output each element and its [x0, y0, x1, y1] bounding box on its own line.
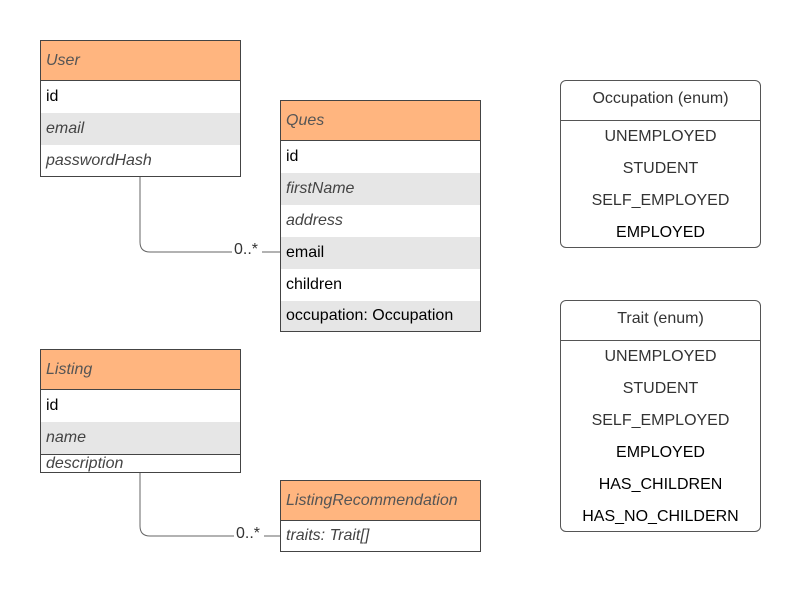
enum-value: STUDENT	[622, 380, 699, 397]
entity-field: email	[281, 237, 480, 269]
entity-field: passwordHash	[46, 151, 152, 169]
enum-trait[interactable]: Trait (enum) UNEMPLOYED STUDENT SELF_EMP…	[560, 300, 761, 532]
entity-field: firstName	[281, 173, 480, 205]
entity-field: id	[286, 148, 299, 165]
entity-field: address	[286, 212, 343, 229]
entity-title: ListingRecommendation	[281, 481, 480, 521]
enum-value: SELF_EMPLOYED	[591, 192, 730, 209]
entity-field: description	[41, 454, 240, 472]
entity-listing[interactable]: Listing id name description	[40, 349, 241, 473]
enum-value: EMPLOYED	[616, 224, 705, 241]
enum-value: UNEMPLOYED	[604, 128, 717, 145]
listing-recommendation-multiplicity: 0..*	[236, 525, 261, 542]
user-ques-connector	[139, 177, 232, 253]
entity-field: traits: Trait[]	[286, 527, 370, 544]
enum-value: HAS_NO_CHILDERN	[582, 508, 739, 525]
enum-value: SELF_EMPLOYED	[591, 412, 730, 429]
enum-value: EMPLOYED	[616, 444, 705, 461]
entity-field: children	[286, 276, 343, 293]
entity-field: occupation: Occupation	[281, 301, 480, 331]
entity-title: Listing	[41, 350, 240, 390]
entity-listing-recommendation[interactable]: ListingRecommendation traits: Trait[]	[280, 480, 481, 552]
enum-occupation[interactable]: Occupation (enum) UNEMPLOYED STUDENT SEL…	[560, 80, 761, 248]
enum-title: Occupation (enum)	[561, 81, 760, 121]
enum-title: Trait (enum)	[561, 301, 760, 341]
entity-title: Ques	[281, 101, 480, 141]
entity-field: id	[46, 397, 59, 414]
entity-user[interactable]: User id email passwordHash	[40, 40, 241, 177]
enum-value: STUDENT	[622, 160, 699, 177]
entity-title: User	[41, 41, 240, 81]
enum-value: UNEMPLOYED	[604, 348, 717, 365]
entity-field: id	[46, 88, 59, 105]
entity-field: email	[41, 113, 240, 145]
entity-field: name	[41, 422, 240, 454]
listing-recommendation-connector	[139, 473, 234, 537]
enum-value: HAS_CHILDREN	[598, 476, 723, 493]
user-ques-multiplicity: 0..*	[234, 241, 259, 258]
entity-ques[interactable]: Ques id firstName address email children…	[280, 100, 481, 332]
